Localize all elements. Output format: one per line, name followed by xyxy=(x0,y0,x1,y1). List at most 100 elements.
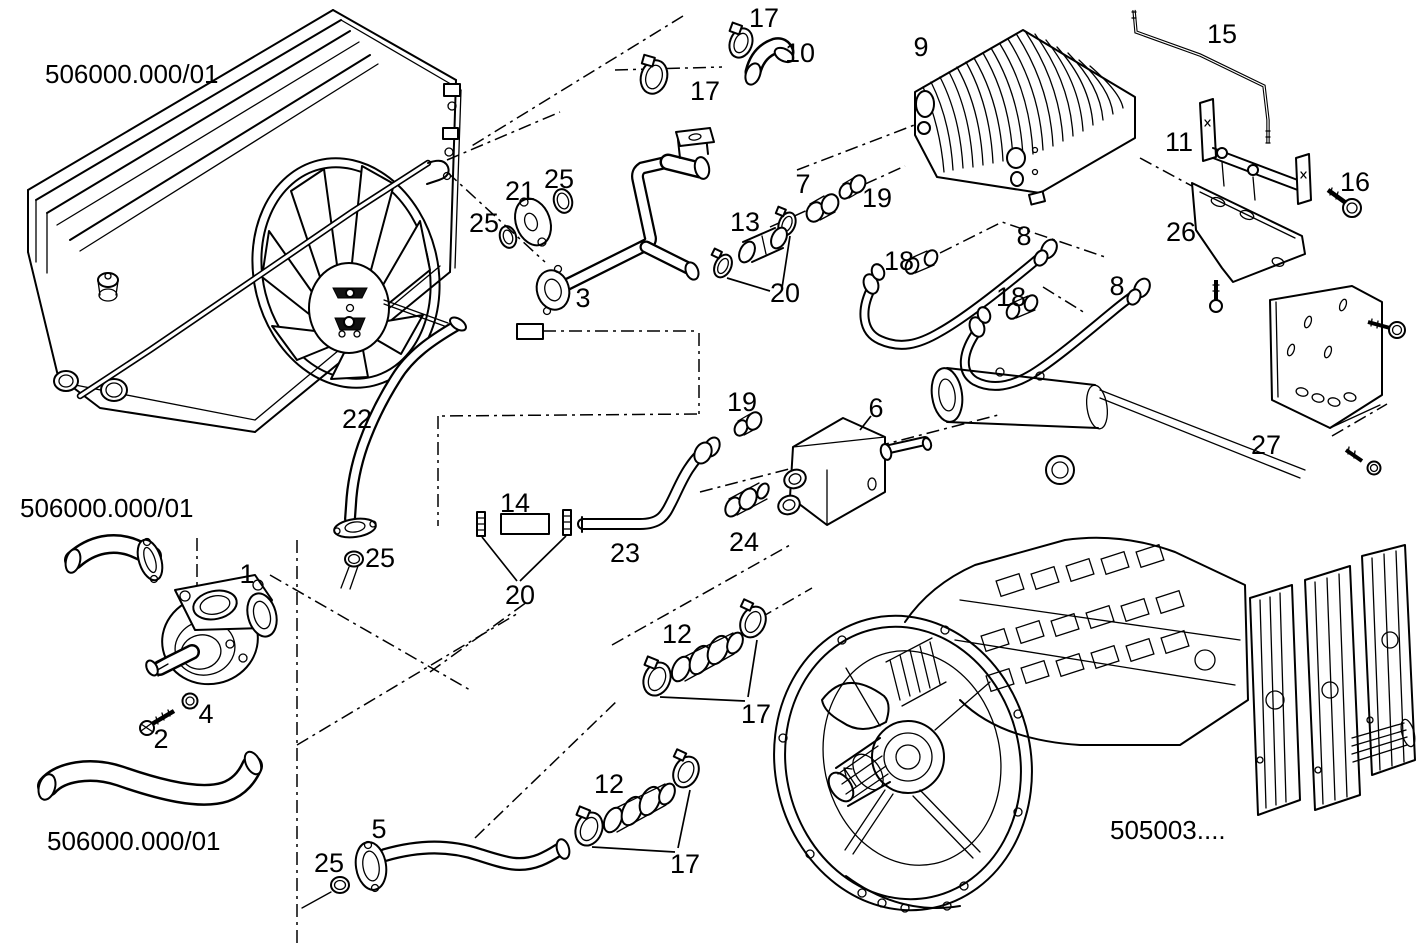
callout-17: 17 xyxy=(749,3,779,33)
bell-housing xyxy=(773,614,1033,913)
elbow-10 xyxy=(744,37,795,86)
sleeve-14-group xyxy=(476,509,572,582)
fitting-19-top xyxy=(838,174,867,200)
clamp-20-right xyxy=(562,509,572,536)
bolt-16 xyxy=(1326,187,1362,218)
callout-14: 14 xyxy=(500,488,530,518)
fitting-18-right xyxy=(1005,294,1039,320)
hose-8-left xyxy=(859,238,1058,350)
seal-ring-25-pipe5 xyxy=(301,876,350,909)
radiator-side-fittings xyxy=(442,83,461,181)
bracket-27 xyxy=(1269,285,1406,476)
callout-25: 25 xyxy=(365,543,395,573)
callout-2: 2 xyxy=(153,724,168,754)
clamp-17-top-b xyxy=(639,53,669,95)
leader-20-top xyxy=(726,235,791,292)
callout-6: 6 xyxy=(868,393,883,423)
callout-25: 25 xyxy=(544,164,574,194)
callout-21: 21 xyxy=(505,176,535,206)
callout-7: 7 xyxy=(795,169,810,199)
pipe-22 xyxy=(333,316,467,539)
callout-1: 1 xyxy=(239,559,254,589)
bolt-right-27 xyxy=(1367,318,1406,339)
heat-exchanger-ports xyxy=(915,90,1039,187)
heat-exchanger-fins xyxy=(922,30,1124,173)
inlet-elbow xyxy=(64,534,164,584)
outlet-pipe-5 xyxy=(354,838,571,893)
pump-snout xyxy=(145,644,200,677)
callout-5: 5 xyxy=(371,814,386,844)
callout-4: 4 xyxy=(198,699,213,729)
gasket-21 xyxy=(514,197,552,247)
clamp-17-top-a xyxy=(728,21,754,59)
callout-19: 19 xyxy=(862,183,892,213)
assembly-number-label-2: 506000.000/01 xyxy=(47,826,221,856)
seal-ring-25-left xyxy=(498,225,518,249)
gearbox xyxy=(773,367,1416,913)
callout-27: 27 xyxy=(1251,430,1281,460)
callout-13: 13 xyxy=(730,207,760,237)
pump-bolt xyxy=(139,709,176,736)
radiator-cap xyxy=(97,272,119,302)
callout-20: 20 xyxy=(770,278,800,308)
connector-12-upper xyxy=(642,598,767,702)
pipe-3-flange xyxy=(535,264,571,316)
callout-12: 12 xyxy=(662,619,692,649)
callout-16: 16 xyxy=(1340,167,1370,197)
callout-22: 22 xyxy=(342,404,372,434)
fitting-7 xyxy=(805,193,840,223)
callout-20: 20 xyxy=(505,580,535,610)
assembly-number-label-3: 505003.... xyxy=(1110,815,1226,845)
heat-exchanger-9 xyxy=(914,29,1136,206)
valve-6 xyxy=(777,415,933,526)
phantom-reference-lines xyxy=(196,15,1388,945)
hose-23 xyxy=(577,436,721,533)
callout-10: 10 xyxy=(785,38,815,68)
callout-18: 18 xyxy=(996,282,1026,312)
fitting-24 xyxy=(724,482,770,518)
small-bolt-nut-27 xyxy=(1344,446,1382,476)
callout-25: 25 xyxy=(469,208,499,238)
callout-12: 12 xyxy=(594,769,624,799)
clamp-20-left xyxy=(476,511,486,537)
callout-8: 8 xyxy=(1109,271,1124,301)
output-shaft-splines xyxy=(1351,718,1416,763)
fan-hub-motor xyxy=(308,262,390,354)
clutch-actuator-cylinder xyxy=(930,367,1306,479)
gearbox-rib-blocks xyxy=(980,543,1190,693)
seal-ring-25-right xyxy=(552,188,574,214)
part-number-callouts: 1234567889101112121314151617171717181819… xyxy=(153,3,1370,879)
callout-24: 24 xyxy=(729,527,759,557)
pipe-3-sleeve xyxy=(659,127,715,180)
callout-23: 23 xyxy=(610,538,640,568)
seal-ring-25-pipe22 xyxy=(340,550,364,590)
radiator-ports xyxy=(53,370,128,402)
callout-8: 8 xyxy=(1016,221,1031,251)
bell-rib-cage xyxy=(885,637,947,707)
assembly-number-label-0: 506000.000/01 xyxy=(45,59,219,89)
bracket-11 xyxy=(1199,98,1312,205)
clamp-13-left xyxy=(710,247,733,279)
radiator-assembly xyxy=(27,9,462,433)
gearbox-rear-section xyxy=(1249,544,1416,816)
fitting-19-valve xyxy=(733,411,763,437)
gearbox-main-case xyxy=(904,455,1249,746)
connector-12-lower xyxy=(574,748,700,853)
callout-17: 17 xyxy=(741,699,771,729)
input-shaft-splines xyxy=(827,737,891,807)
callout-9: 9 xyxy=(913,32,928,62)
hose-13 xyxy=(738,226,788,264)
fan-guard-bar xyxy=(76,159,450,400)
callout-11: 11 xyxy=(1165,127,1193,157)
fitting-18-left xyxy=(904,249,939,275)
callout-15: 15 xyxy=(1207,19,1237,49)
callout-17: 17 xyxy=(670,849,700,879)
pipe-3-assembly xyxy=(535,127,715,316)
pump-nut xyxy=(181,692,199,710)
callout-18: 18 xyxy=(884,246,914,276)
water-pump xyxy=(145,574,278,686)
callout-3: 3 xyxy=(575,283,590,313)
